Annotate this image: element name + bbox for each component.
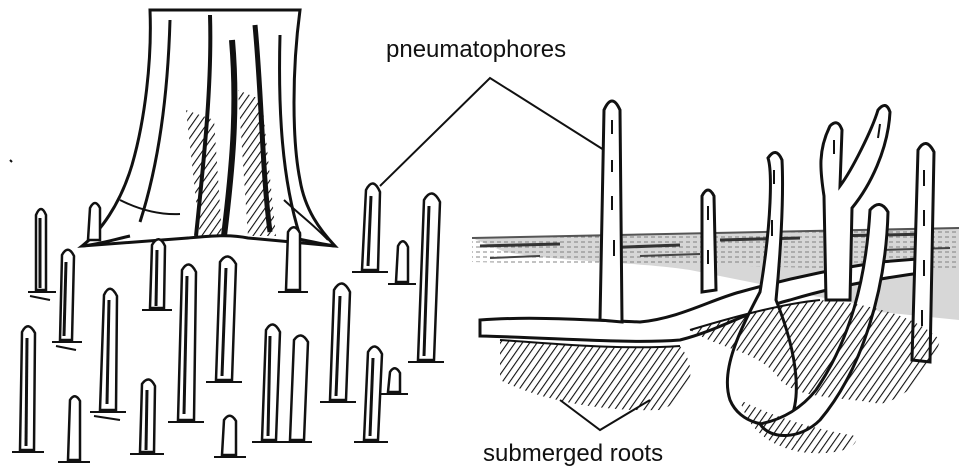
tree-trunk (82, 10, 335, 246)
submerged-roots-label: submerged roots (483, 440, 663, 468)
pneumatophores-label: pneumatophores (386, 36, 566, 64)
pneumatophores-leader-lines (380, 78, 604, 186)
